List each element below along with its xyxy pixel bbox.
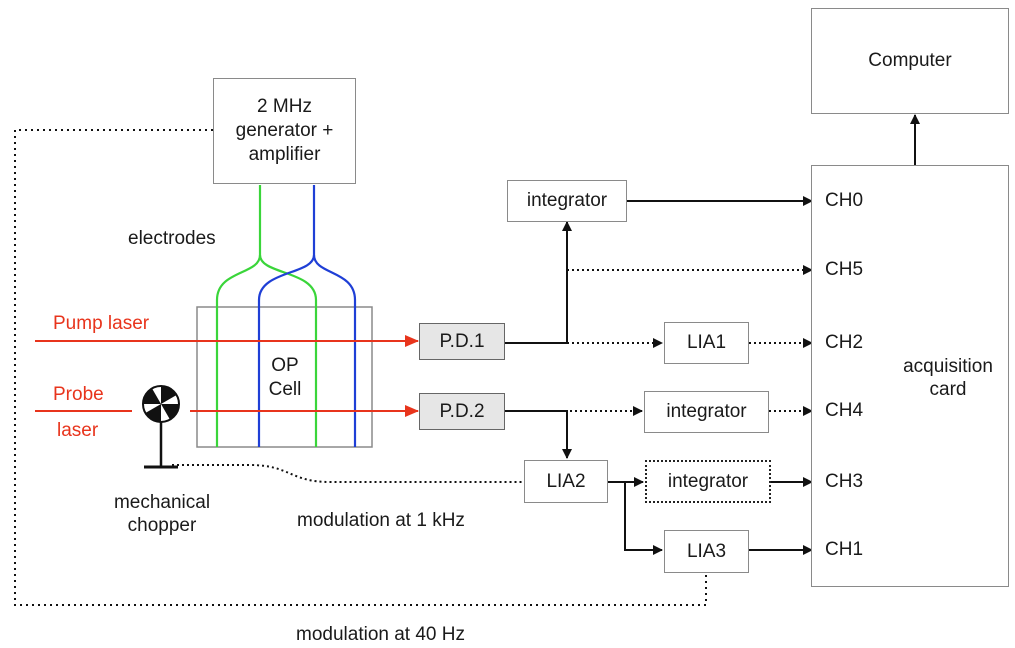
channel-ch5: CH5 xyxy=(825,259,864,280)
computer-box: Computer xyxy=(811,8,1009,114)
lia2-box: LIA2 xyxy=(524,460,608,503)
mod-1khz-label: modulation at 1 kHz xyxy=(297,510,465,531)
pd2-to-lia2 xyxy=(505,410,572,459)
mod-40hz-label: modulation at 40 Hz xyxy=(296,624,465,645)
integrator-mid-box: integrator xyxy=(644,391,769,433)
lia1-box: LIA1 xyxy=(664,322,749,364)
generator-box: 2 MHz generator + amplifier xyxy=(213,78,356,184)
channel-ch2: CH2 xyxy=(825,332,864,353)
lia2-to-lia3 xyxy=(624,482,663,555)
electrode-blue-right xyxy=(312,254,357,447)
mod-40hz-line xyxy=(14,129,707,606)
channel-ch1: CH1 xyxy=(825,539,864,560)
electrodes-label: electrodes xyxy=(128,228,216,249)
integrator-mid-label: integrator xyxy=(666,401,747,423)
probe-laser-label-2: laser xyxy=(57,420,99,441)
integrator-dotted-box: integrator xyxy=(645,460,771,503)
channel-ch4: CH4 xyxy=(825,400,864,421)
computer-label: Computer xyxy=(868,50,952,72)
channel-ch3: CH3 xyxy=(825,471,864,492)
integrator-top-label: integrator xyxy=(526,190,608,212)
lia3-label: LIA3 xyxy=(686,540,727,562)
acquisition-card-label: acquisition card xyxy=(903,356,993,400)
pd1-to-integrator-top xyxy=(505,221,572,344)
probe-laser-label-1: Probe xyxy=(53,384,104,405)
lia2-label: LIA2 xyxy=(546,470,586,492)
pd2-label: P.D.2 xyxy=(439,400,485,422)
generator-label: 2 MHz generator + amplifier xyxy=(235,96,334,165)
op-cell-outline xyxy=(196,306,373,448)
pump-laser-label: Pump laser xyxy=(53,313,150,334)
electrode-green-left xyxy=(215,185,262,447)
electrode-blue-left xyxy=(257,185,316,447)
mod-1khz-line xyxy=(172,464,523,483)
chopper-icon xyxy=(142,385,180,469)
acquisition-card-box xyxy=(811,165,1009,587)
pd1-box: P.D.1 xyxy=(419,323,505,360)
channel-ch0: CH0 xyxy=(825,190,864,211)
chopper-label: mechanical chopper xyxy=(113,492,211,536)
pd2-box: P.D.2 xyxy=(419,393,505,430)
op-cell-label: OP Cell xyxy=(268,355,302,400)
integrator-dotted-label: integrator xyxy=(667,470,749,492)
lia3-box: LIA3 xyxy=(664,530,749,573)
lia1-label: LIA1 xyxy=(686,332,727,354)
pd1-label: P.D.1 xyxy=(439,330,485,352)
electrode-green-right xyxy=(258,254,318,447)
integrator-top-box: integrator xyxy=(507,180,627,222)
